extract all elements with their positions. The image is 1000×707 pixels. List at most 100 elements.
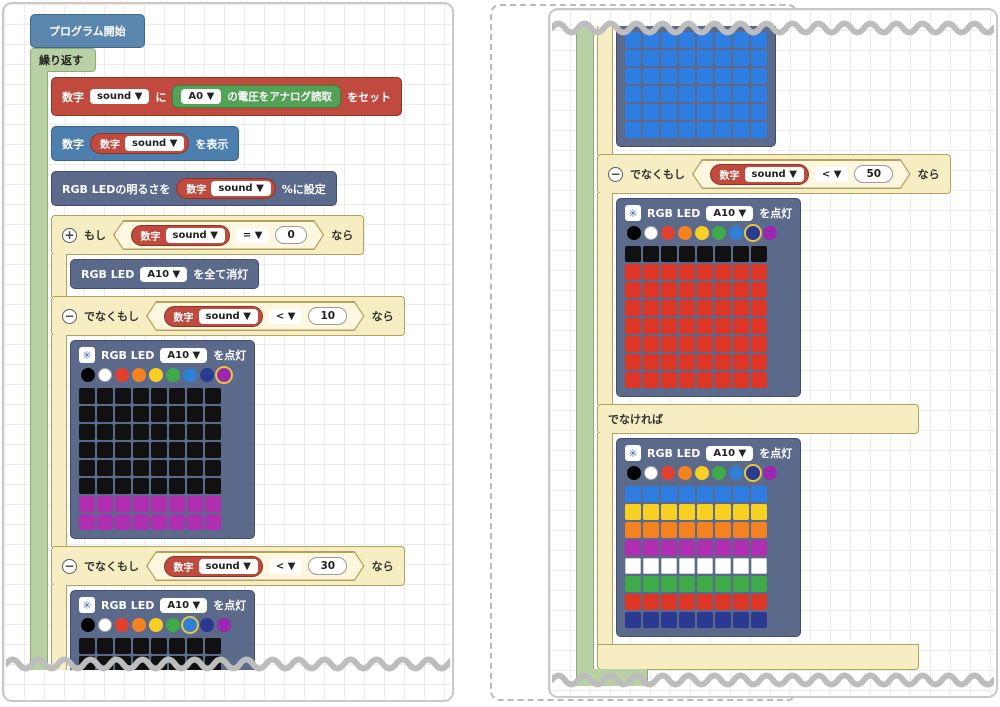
led-grid-cell[interactable] bbox=[661, 612, 677, 628]
led-grid-cell[interactable] bbox=[751, 522, 767, 538]
led-lightup-block-cut[interactable] bbox=[616, 26, 776, 147]
led-grid-cell[interactable] bbox=[697, 612, 713, 628]
led-grid-cell[interactable] bbox=[151, 424, 167, 440]
pin-dropdown[interactable]: A10 ▼ bbox=[160, 347, 208, 363]
led-grid-cell[interactable] bbox=[643, 486, 659, 502]
display-number-block[interactable]: 数字 数字 sound ▼ を表示 bbox=[51, 126, 240, 161]
led-grid-cell[interactable] bbox=[715, 32, 731, 48]
condition-hexagon[interactable]: 数字 sound ▼ < ▼ 10 bbox=[146, 301, 365, 331]
led-grid-cell[interactable] bbox=[169, 442, 185, 458]
led-grid-cell[interactable] bbox=[79, 406, 95, 422]
led-grid-cell[interactable] bbox=[715, 318, 731, 334]
led-grid-cell[interactable] bbox=[733, 104, 749, 120]
led-grid-cell[interactable] bbox=[169, 424, 185, 440]
led-grid-cell[interactable] bbox=[751, 104, 767, 120]
mutator-minus-icon[interactable]: − bbox=[608, 166, 623, 182]
led-grid-cell[interactable] bbox=[733, 86, 749, 102]
led-grid-cell[interactable] bbox=[715, 246, 731, 262]
led-grid-cell[interactable] bbox=[661, 50, 677, 66]
led-grid-cell[interactable] bbox=[79, 460, 95, 476]
led-grid-cell[interactable] bbox=[697, 576, 713, 592]
led-grid-cell[interactable] bbox=[151, 638, 167, 654]
led-grid-cell[interactable] bbox=[679, 122, 695, 138]
led-grid-cell[interactable] bbox=[697, 282, 713, 298]
variable-pill[interactable]: 数字 sound ▼ bbox=[176, 178, 276, 199]
palette-color[interactable] bbox=[132, 368, 146, 382]
led-grid-cell[interactable] bbox=[751, 264, 767, 280]
led-grid-cell[interactable] bbox=[697, 32, 713, 48]
led-grid-cell[interactable] bbox=[697, 50, 713, 66]
led-grid-cell[interactable] bbox=[697, 300, 713, 316]
palette-color-selected[interactable] bbox=[746, 226, 760, 240]
led-grid-cell[interactable] bbox=[643, 122, 659, 138]
led-grid-cell[interactable] bbox=[679, 372, 695, 388]
led-grid-cell[interactable] bbox=[133, 638, 149, 654]
led-grid-cell[interactable] bbox=[187, 496, 203, 512]
led-grid-cell[interactable] bbox=[169, 388, 185, 404]
set-variable-block[interactable]: 数字 sound ▼ に A0 ▼ の電圧をアナログ読取 をセット bbox=[51, 77, 403, 116]
led-grid-cell[interactable] bbox=[151, 496, 167, 512]
led-grid-cell[interactable] bbox=[169, 496, 185, 512]
led-grid-cell[interactable] bbox=[715, 504, 731, 520]
led-grid-cell[interactable] bbox=[169, 478, 185, 494]
palette-color[interactable] bbox=[166, 618, 180, 632]
led-grid-cell[interactable] bbox=[79, 514, 95, 530]
palette-color[interactable] bbox=[627, 466, 641, 480]
pin-dropdown[interactable]: A0 ▼ bbox=[181, 89, 222, 104]
led-grid-cell[interactable] bbox=[679, 612, 695, 628]
pin-dropdown[interactable]: A10 ▼ bbox=[706, 445, 754, 461]
led-grid-cell[interactable] bbox=[661, 504, 677, 520]
led-grid-cell[interactable] bbox=[661, 576, 677, 592]
led-grid-cell[interactable] bbox=[715, 576, 731, 592]
led-grid-cell[interactable] bbox=[661, 558, 677, 574]
led-grid-cell[interactable] bbox=[97, 406, 113, 422]
led-grid-cell[interactable] bbox=[661, 32, 677, 48]
led-grid-cell[interactable] bbox=[97, 442, 113, 458]
led-grid-cell[interactable] bbox=[625, 104, 641, 120]
pin-dropdown[interactable]: A10 ▼ bbox=[706, 205, 754, 221]
led-grid-cell[interactable] bbox=[625, 576, 641, 592]
led-grid-cell[interactable] bbox=[115, 514, 131, 530]
mutator-minus-icon[interactable]: − bbox=[62, 308, 77, 324]
led-grid-cell[interactable] bbox=[715, 372, 731, 388]
led-grid-cell[interactable] bbox=[697, 246, 713, 262]
palette-color[interactable] bbox=[200, 368, 214, 382]
led-grid-cell[interactable] bbox=[679, 282, 695, 298]
led-grid-cell[interactable] bbox=[661, 486, 677, 502]
led-grid-cell[interactable] bbox=[733, 558, 749, 574]
palette-color[interactable] bbox=[678, 226, 692, 240]
led-grid-cell[interactable] bbox=[205, 478, 221, 494]
led-grid-cell[interactable] bbox=[679, 504, 695, 520]
led-grid-cell[interactable] bbox=[733, 300, 749, 316]
led-settings-icon[interactable]: ✳ bbox=[79, 347, 95, 363]
led-grid-cell[interactable] bbox=[661, 336, 677, 352]
led-grid-cell[interactable] bbox=[751, 612, 767, 628]
led-grid-cell[interactable] bbox=[79, 424, 95, 440]
led-grid-cell[interactable] bbox=[79, 638, 95, 654]
led-grid-cell[interactable] bbox=[205, 496, 221, 512]
led-grid-cell[interactable] bbox=[751, 282, 767, 298]
led-grid-cell[interactable] bbox=[733, 486, 749, 502]
mutator-minus-icon[interactable]: − bbox=[62, 558, 77, 574]
elseif-row[interactable]: − でなくもし 数字 sound ▼ < ▼ 50 なら bbox=[597, 154, 951, 194]
led-grid-cell[interactable] bbox=[751, 576, 767, 592]
elseif-row[interactable]: − でなくもし 数字 sound ▼ < ▼ 30 なら bbox=[51, 546, 405, 586]
number-input[interactable]: 30 bbox=[308, 557, 347, 575]
led-lightup-block[interactable]: ✳ RGB LED A10 ▼ を点灯 bbox=[70, 340, 256, 539]
led-grid-cell[interactable] bbox=[79, 656, 95, 670]
operator-dropdown[interactable]: < ▼ bbox=[815, 167, 849, 182]
led-grid-cell[interactable] bbox=[625, 540, 641, 556]
if-block-continued[interactable]: − でなくもし 数字 sound ▼ < ▼ 50 なら bbox=[597, 26, 951, 670]
led-grid-cell[interactable] bbox=[79, 442, 95, 458]
led-grid-cell[interactable] bbox=[643, 50, 659, 66]
led-grid-cell[interactable] bbox=[625, 246, 641, 262]
palette-color[interactable] bbox=[695, 466, 709, 480]
led-grid-cell[interactable] bbox=[733, 354, 749, 370]
led-grid-cell[interactable] bbox=[697, 540, 713, 556]
led-grid-cell[interactable] bbox=[661, 354, 677, 370]
palette-color[interactable] bbox=[729, 466, 743, 480]
led-grid-cell[interactable] bbox=[79, 496, 95, 512]
led-grid-cell[interactable] bbox=[679, 32, 695, 48]
led-grid-cell[interactable] bbox=[625, 86, 641, 102]
led-grid-cell[interactable] bbox=[751, 558, 767, 574]
